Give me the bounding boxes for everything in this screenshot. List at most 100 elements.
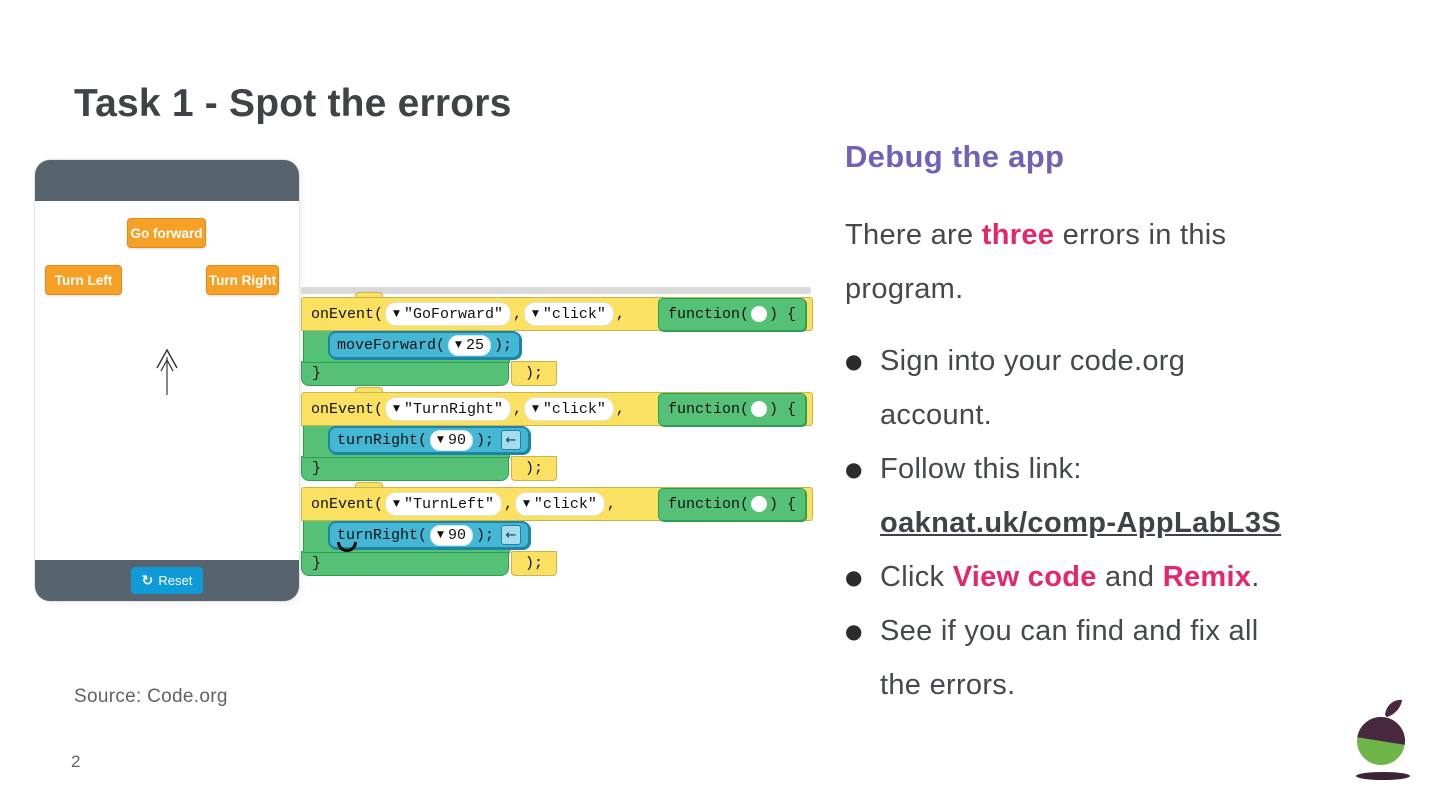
code-text: , — [615, 400, 625, 418]
collapse-arrow-button[interactable]: ← — [500, 430, 521, 450]
event-id-dropdown[interactable]: ▼"TurnRight" — [385, 397, 511, 421]
function-body-row: turnRight( ▼90 ); ← — [301, 424, 813, 458]
onevent-block[interactable]: onEvent( ▼"TurnRight" , ▼"click" , funct… — [301, 392, 813, 426]
command-block-turnright[interactable]: turnRight( ▼90 ); ← — [328, 521, 530, 549]
block-notch — [355, 387, 383, 393]
bullet-segment: and — [1096, 561, 1163, 593]
phone-footer-bar: ↻ Reset — [35, 560, 299, 601]
event-type-dropdown[interactable]: ▼"click" — [523, 397, 614, 421]
go-forward-button[interactable]: Go forward — [127, 218, 206, 248]
bullet-line: Click View code and Remix. — [880, 550, 1410, 604]
onevent-block[interactable]: onEvent( ▼"TurnLeft" , ▼"click" , functi… — [301, 487, 813, 521]
source-attribution: Source: Code.org — [74, 686, 228, 707]
bullet-line: See if you can find and fix all — [880, 615, 1259, 647]
code-text: } — [312, 364, 322, 382]
param-dropdown[interactable]: ▼90 — [430, 524, 473, 546]
close-brace-block[interactable]: } — [301, 456, 509, 481]
code-text: onEvent( — [311, 305, 384, 323]
code-text: , — [512, 305, 522, 323]
bullet-icon: ● — [845, 349, 863, 373]
function-block[interactable]: function( ) { — [657, 392, 806, 426]
code-text: ) { — [768, 305, 796, 323]
code-block-turnright[interactable]: onEvent( ▼"TurnRight" , ▼"click" , funct… — [301, 387, 813, 481]
turn-left-button[interactable]: Turn Left — [45, 265, 122, 295]
reset-icon: ↻ — [141, 572, 154, 589]
view-code-emphasis: View code — [952, 561, 1097, 593]
intro-text: errors in this — [1054, 219, 1227, 251]
oaknat-link[interactable]: oaknat.uk/comp-AppLabL3S — [880, 507, 1282, 539]
onevent-close-block[interactable]: ); — [511, 551, 557, 576]
onevent-close-block[interactable]: ); — [511, 456, 557, 481]
code-text: moveForward( — [337, 336, 446, 354]
close-brace-block[interactable]: } — [301, 551, 509, 576]
slide-number: 2 — [71, 752, 81, 771]
command-block-moveforward[interactable]: moveForward( ▼25 ); — [328, 331, 521, 359]
bullet-icon: ● — [845, 619, 863, 643]
function-param-slot — [750, 401, 767, 417]
intro-emphasis: three — [981, 219, 1055, 251]
code-text: ); — [493, 336, 512, 354]
bullet-line: Follow this link: — [880, 453, 1082, 485]
dropdown-arrow-icon: ▼ — [522, 498, 530, 509]
collapse-arrow-button[interactable]: ← — [500, 525, 521, 545]
event-type-dropdown[interactable]: ▼"click" — [523, 302, 614, 326]
code-block-turnleft[interactable]: onEvent( ▼"TurnLeft" , ▼"click" , functi… — [301, 482, 813, 576]
event-id-dropdown[interactable]: ▼"TurnLeft" — [385, 492, 502, 516]
acorn-shadow — [1356, 772, 1410, 780]
command-block-turnright[interactable]: turnRight( ▼90 ); ← — [328, 426, 530, 454]
code-text: onEvent( — [311, 495, 384, 513]
unsnapped-indicator — [337, 542, 357, 552]
code-text: ); — [475, 431, 494, 449]
phone-screen: Go forward Turn Left Turn Right — [35, 201, 299, 560]
bullet-text: Sign into your code.org account. — [880, 334, 1410, 442]
list-item: ● Follow this link: oaknat.uk/comp-AppLa… — [845, 442, 1410, 550]
bullet-line: the errors. — [880, 669, 1016, 701]
code-text: ) { — [768, 495, 796, 513]
function-body-row: turnRight( ▼90 ); ← — [301, 519, 813, 553]
bullet-text: Follow this link: oaknat.uk/comp-AppLabL… — [880, 442, 1410, 550]
onevent-block[interactable]: onEvent( ▼"GoForward" , ▼"click" , funct… — [301, 297, 813, 331]
list-item: ● Click View code and Remix. — [845, 550, 1410, 604]
bullet-line: Sign into your code.org — [880, 345, 1186, 377]
dropdown-value: "click" — [533, 495, 597, 513]
turtle-arrow-sprite — [156, 348, 178, 395]
reset-button[interactable]: ↻ Reset — [131, 567, 203, 594]
code-text: , — [615, 305, 625, 323]
code-text: function( — [667, 305, 749, 323]
code-text: turnRight( — [337, 526, 428, 544]
code-text: ); — [524, 555, 543, 572]
code-text: , — [503, 495, 513, 513]
dropdown-value: "GoForward" — [403, 305, 503, 323]
dropdown-arrow-icon: ▼ — [531, 308, 539, 319]
section-heading: Debug the app — [845, 139, 1065, 174]
turn-right-button[interactable]: Turn Right — [206, 265, 279, 295]
code-text: turnRight( — [337, 431, 428, 449]
dropdown-arrow-icon: ▼ — [393, 308, 400, 319]
intro-paragraph: There are three errors in this program. — [845, 208, 1226, 316]
event-type-dropdown[interactable]: ▼"click" — [514, 492, 605, 516]
oak-academy-logo — [1356, 699, 1410, 780]
onevent-close-block[interactable]: ); — [511, 361, 557, 386]
dropdown-value: 25 — [465, 336, 484, 354]
code-text: function( — [667, 495, 749, 513]
function-block[interactable]: function( ) { — [657, 487, 806, 521]
dropdown-arrow-icon: ▼ — [531, 403, 539, 414]
block-close-row: } ); — [301, 361, 813, 386]
code-block-goforward[interactable]: onEvent( ▼"GoForward" , ▼"click" , funct… — [301, 292, 813, 386]
dropdown-arrow-icon: ▼ — [437, 434, 444, 445]
intro-text: There are — [845, 219, 982, 251]
code-text: ) { — [768, 400, 796, 418]
close-brace-block[interactable]: } — [301, 361, 509, 386]
code-text: , — [606, 495, 616, 513]
param-dropdown[interactable]: ▼25 — [448, 334, 491, 356]
acorn-stem — [1385, 699, 1402, 717]
event-id-dropdown[interactable]: ▼"GoForward" — [385, 302, 511, 326]
dropdown-value: 90 — [447, 526, 466, 544]
code-text: ); — [475, 526, 494, 544]
function-block[interactable]: function( ) { — [657, 297, 806, 331]
intro-line-1: There are three errors in this — [845, 208, 1226, 262]
block-close-row: } ); — [301, 551, 813, 576]
param-dropdown[interactable]: ▼90 — [430, 429, 473, 451]
dropdown-value: "click" — [542, 305, 606, 323]
